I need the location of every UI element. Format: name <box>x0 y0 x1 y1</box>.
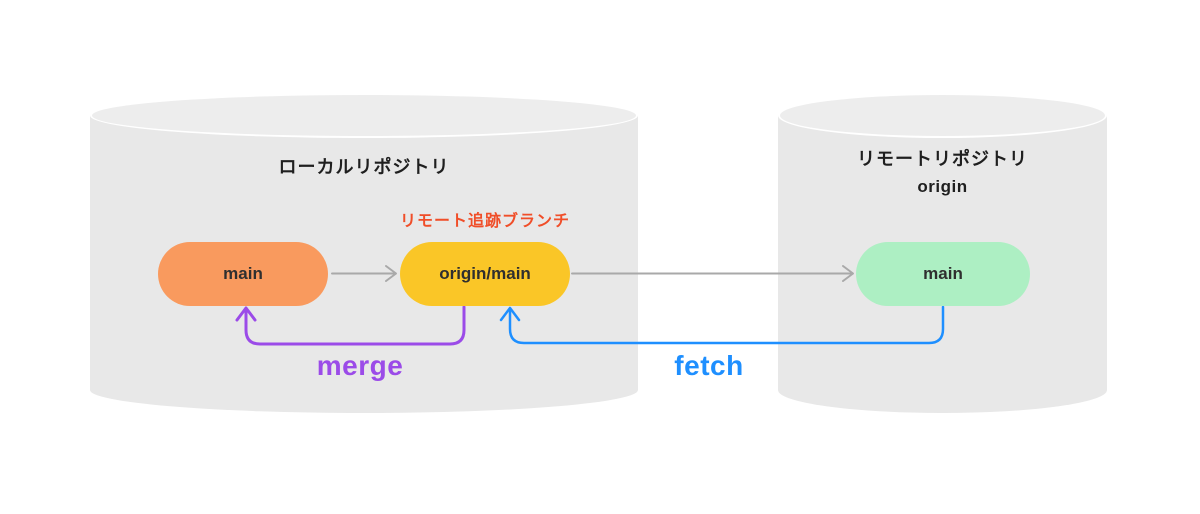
remote-repo-subtitle: origin <box>917 177 968 196</box>
branch-node-origin-main: origin/main <box>400 242 570 306</box>
fetch-label: fetch <box>674 350 744 381</box>
origin-main-to-remote-main-arrow <box>571 265 854 282</box>
local-repo-title: ローカルリポジトリ <box>278 157 450 177</box>
main-to-origin-main-arrow <box>331 265 397 282</box>
fetch-arrow <box>499 305 945 345</box>
remote-repo-title: リモートリポジトリ <box>857 149 1028 169</box>
merge-label: merge <box>316 350 404 381</box>
remote-tracking-branch-label: リモート追跡ブランチ <box>399 213 570 230</box>
branch-node-main-remote: main <box>856 242 1030 306</box>
local-cylinder-top <box>90 93 638 138</box>
merge-arrow <box>235 305 466 346</box>
branch-node-main-local: main <box>158 242 328 306</box>
remote-repo-title-block: リモートリポジトリ origin <box>778 146 1107 200</box>
remote-cylinder-top <box>778 93 1107 138</box>
